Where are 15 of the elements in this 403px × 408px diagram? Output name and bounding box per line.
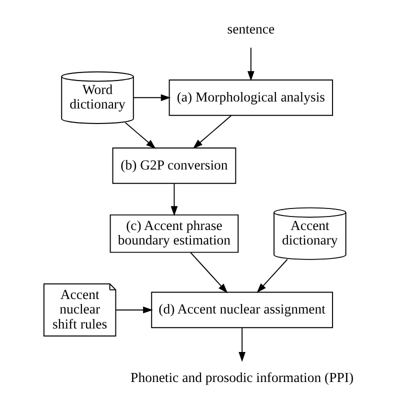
node-box: (c) Accent phrase boundary estimation <box>109 214 238 253</box>
arrow <box>170 183 178 216</box>
arrow <box>246 47 254 82</box>
node-box: (d) Accent nuclear assignment <box>150 292 333 328</box>
node-box: (b) G2P conversion <box>112 147 236 184</box>
arrow <box>256 258 288 293</box>
arrow <box>192 115 232 149</box>
arrow <box>114 306 152 314</box>
node-text: Phonetic and prosodic information (PPI) <box>130 370 354 385</box>
arrow <box>238 327 246 362</box>
arrow <box>190 252 228 294</box>
arrow <box>132 94 170 102</box>
node-text: sentence <box>226 21 274 36</box>
arrow <box>124 122 156 149</box>
node-box: (a) Morphological analysis <box>168 79 333 116</box>
